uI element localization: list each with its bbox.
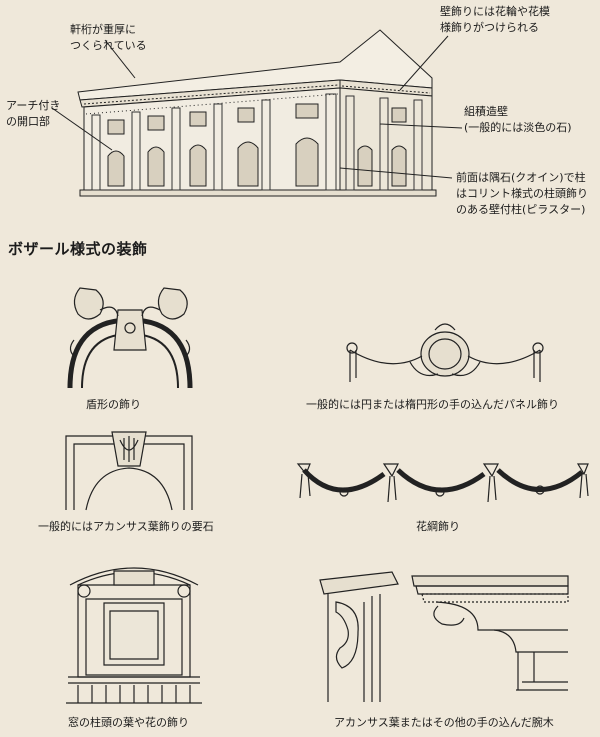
label-wall-ornament: 壁飾りには花輪や花模 様飾りがつけられる: [440, 5, 550, 34]
panel-ornament-illustration: [340, 316, 550, 391]
garland-ornament-illustration: [298, 458, 588, 518]
caption-panel: 一般的には円または楕円形の手の込んだパネル飾り: [306, 398, 559, 411]
window-ornament-illustration: [64, 555, 204, 705]
building-illustration: [0, 0, 600, 235]
label-arch-opening: アーチ付き の開口部: [6, 99, 61, 128]
keystone-ornament-illustration: [64, 430, 194, 510]
label-cornice: 軒桁が重厚に つくられている: [70, 23, 147, 52]
label-masonry-wall: 組積造壁 (一般的には淡色の石): [464, 105, 572, 134]
bracket-ornament-illustration: [318, 572, 568, 702]
section-title: ボザール様式の装飾: [8, 240, 148, 258]
caption-keystone: 一般的にはアカンサス葉飾りの要石: [38, 520, 214, 533]
caption-cartouche: 盾形の飾り: [86, 398, 141, 411]
label-quoin-pilaster: 前面は隅石(クオイン)で柱 はコリント様式の柱頭飾り のある壁付柱(ピラスター): [456, 171, 588, 216]
cartouche-ornament-illustration: [60, 280, 200, 390]
caption-window: 窓の柱頭の葉や花の飾り: [68, 716, 189, 729]
caption-garland: 花綱飾り: [416, 520, 460, 533]
caption-bracket: アカンサス葉またはその他の手の込んだ腕木: [334, 716, 554, 729]
